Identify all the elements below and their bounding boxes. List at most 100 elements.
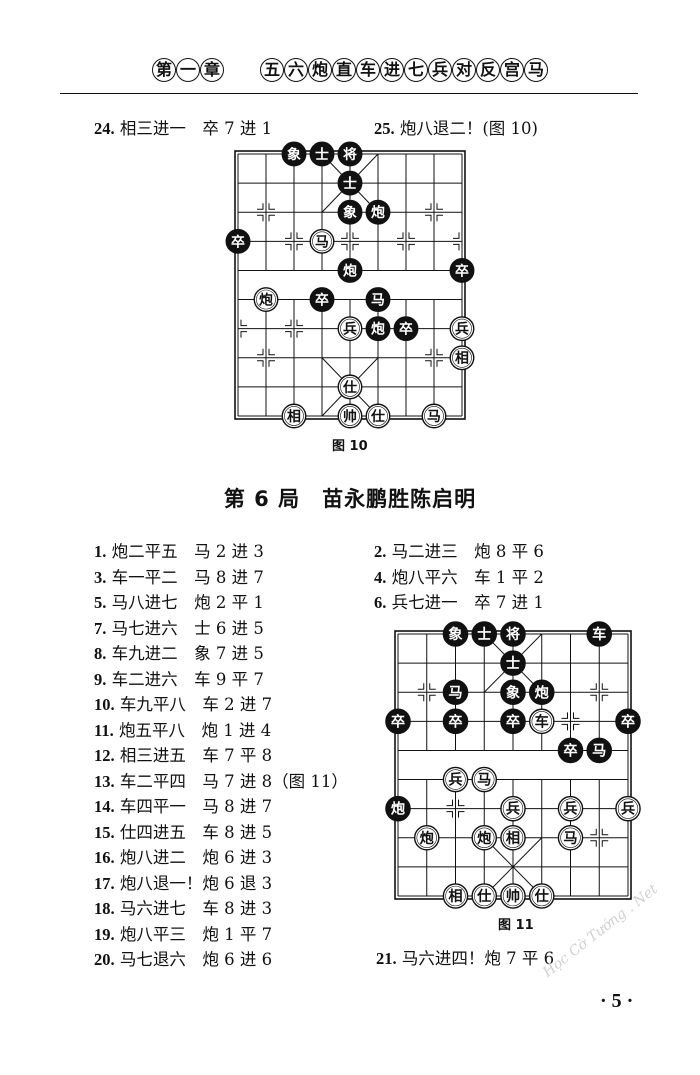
move-text: 车九平八 车 2 进 7 — [119, 695, 273, 714]
piece-label: 卒 — [391, 713, 405, 730]
move-line: 12. 相三进五 车 7 平 8 — [94, 742, 272, 766]
move-number: 12. — [94, 746, 115, 765]
move-line: 13. 车二平四 马 7 进 8（图 11） — [94, 768, 348, 792]
move-21: 21. 马六进四！炮 7 平 6 — [376, 945, 554, 969]
chess-piece: 炮 — [253, 287, 279, 313]
chess-piece: 马 — [442, 679, 469, 705]
chess-piece: 马 — [365, 287, 391, 313]
figure-11-caption: 图 11 — [498, 918, 534, 933]
chess-piece: 马 — [421, 403, 447, 429]
title-char: 兵 — [428, 58, 452, 82]
move-text: 仕四进五 车 8 进 5 — [119, 822, 273, 842]
chess-piece: 马 — [309, 228, 335, 254]
piece-label: 炮 — [371, 321, 385, 338]
move-line: 20. 马七退六 炮 6 进 6 — [94, 946, 272, 970]
piece-label: 车 — [535, 713, 549, 730]
piece-label: 士 — [477, 626, 491, 643]
move-line: 1. 炮二平五 马 2 进 3 — [94, 538, 264, 562]
title-char: 宫 — [500, 58, 524, 82]
piece-label: 卒 — [399, 321, 413, 338]
piece-label: 帅 — [506, 888, 520, 905]
move-text: 炮八退二！(图 10) — [399, 119, 538, 138]
piece-label: 卒 — [506, 713, 520, 730]
title-char: 进 — [380, 58, 404, 82]
piece-label: 兵 — [506, 801, 520, 818]
move-number: 2. — [374, 542, 387, 561]
chess-piece: 车 — [528, 708, 555, 735]
piece-label: 士 — [343, 175, 357, 192]
move-text: 马七进六 士 6 进 5 — [111, 618, 264, 638]
move-line: 3. 车一平二 马 8 进 7 — [94, 564, 264, 588]
chess-piece: 士 — [471, 621, 498, 647]
figure-10-caption: 图 10 — [332, 439, 368, 454]
chess-piece: 象 — [500, 679, 526, 705]
chess-piece: 相 — [449, 345, 475, 371]
piece-label: 马 — [315, 234, 329, 250]
header-rule — [60, 93, 638, 94]
chess-piece: 仕 — [528, 883, 555, 909]
move-line: 4. 炮八平六 车 1 平 2 — [374, 564, 544, 588]
piece-label: 车 — [592, 626, 606, 643]
piece-label: 士 — [506, 655, 520, 672]
move-line: 17. 炮八退一！炮 6 退 3 — [94, 870, 272, 894]
move-number: 18. — [94, 899, 115, 918]
move-line: 18. 马六进七 车 8 进 3 — [94, 895, 272, 919]
piece-label: 马 — [427, 409, 441, 425]
piece-label: 相 — [506, 830, 520, 847]
chess-piece: 炮 — [365, 199, 391, 225]
move-line: 5. 马八进七 炮 2 平 1 — [94, 589, 264, 613]
piece-label: 相 — [455, 350, 469, 367]
piece-label: 象 — [506, 684, 521, 701]
move-line: 16. 炮八进二 炮 6 进 3 — [94, 844, 272, 868]
piece-label: 仕 — [370, 408, 385, 425]
chess-piece: 卒 — [393, 316, 419, 342]
chess-piece: 仕 — [471, 883, 498, 909]
chess-piece: 炮 — [528, 679, 555, 705]
move-number: 15. — [94, 822, 115, 842]
chess-piece: 帅 — [337, 403, 363, 429]
chess-piece: 象 — [281, 141, 307, 167]
piece-label: 相 — [448, 888, 462, 905]
move-number: 10. — [94, 695, 115, 714]
move-text: 炮八平三 炮 1 平 7 — [119, 924, 273, 944]
move-number: 16. — [94, 848, 115, 867]
piece-label: 炮 — [259, 291, 273, 308]
title-char: 车 — [356, 58, 380, 82]
piece-label: 兵 — [621, 801, 635, 818]
chess-piece: 士 — [309, 141, 335, 167]
page-number: · 5 · — [600, 990, 634, 1012]
chess-piece: 卒 — [442, 708, 469, 735]
chapter-header: 第一章 五六炮直车进七兵对反宫马 — [0, 58, 700, 82]
title-char: 对 — [452, 58, 476, 82]
chess-piece: 卒 — [385, 708, 411, 735]
piece-label: 象 — [343, 204, 357, 221]
move-line: 10. 车九平八 车 2 进 7 — [94, 691, 272, 715]
piece-label: 卒 — [448, 713, 462, 730]
chess-piece: 炮 — [471, 825, 498, 851]
piece-label: 兵 — [455, 321, 469, 338]
chess-piece: 炮 — [365, 316, 391, 342]
piece-label: 兵 — [448, 772, 462, 789]
piece-label: 马 — [477, 773, 491, 789]
piece-label: 卒 — [231, 233, 245, 250]
chess-piece: 车 — [586, 621, 613, 647]
piece-label: 炮 — [477, 830, 491, 847]
piece-label: 炮 — [391, 801, 405, 818]
move-text: 马六进七 车 8 进 3 — [119, 899, 273, 918]
piece-label: 象 — [287, 146, 301, 163]
chess-piece: 帅 — [500, 883, 526, 909]
chess-piece: 卒 — [449, 257, 475, 283]
chapter-title: 五六炮直车进七兵对反宫马 — [260, 58, 548, 82]
piece-label: 将 — [506, 626, 520, 643]
chess-piece: 卒 — [225, 228, 251, 254]
figure-11-board: 象士将车士马象炮卒卒卒车卒卒马兵马炮兵兵兵炮炮相马相仕帅仕 — [385, 621, 641, 909]
move-number: 7. — [94, 618, 107, 638]
move-line: 15. 仕四进五 车 8 进 5 — [94, 819, 272, 843]
move-text: 兵七进一 卒 7 进 1 — [391, 593, 544, 612]
move-number: 14. — [94, 797, 115, 816]
move-text: 车一平二 马 8 进 7 — [111, 567, 264, 587]
piece-label: 马 — [563, 831, 577, 847]
piece-label: 帅 — [343, 408, 357, 425]
move-number: 24. — [94, 119, 115, 138]
chess-piece: 士 — [337, 170, 363, 196]
